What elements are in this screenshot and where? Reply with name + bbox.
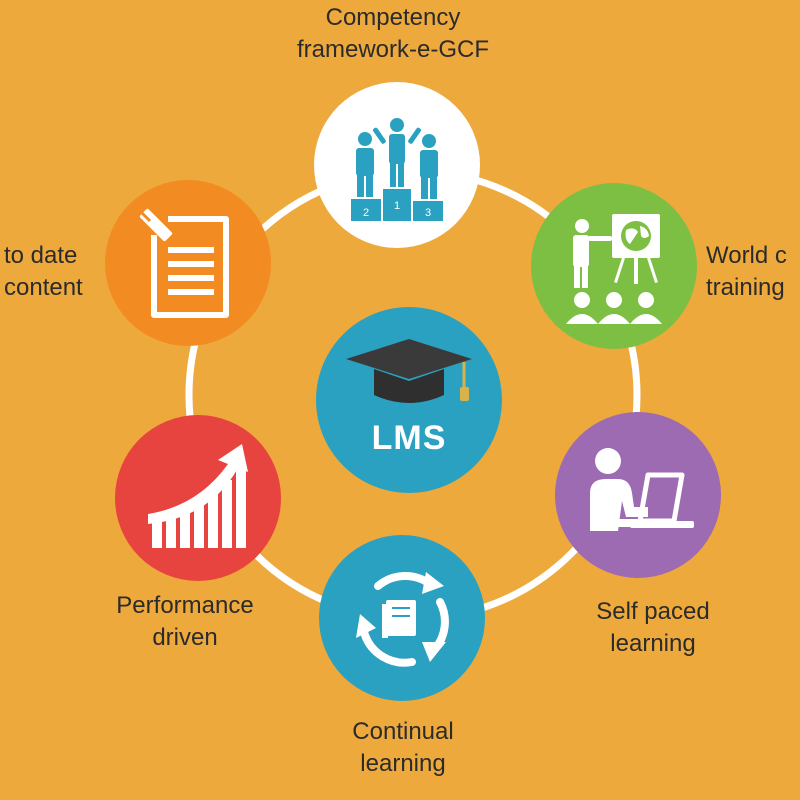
presentation-icon xyxy=(566,214,662,324)
label-line: Competency xyxy=(325,4,461,31)
node-self-paced xyxy=(555,412,721,578)
label-line: framework-e-GCF xyxy=(296,36,489,63)
label-line: content xyxy=(4,274,83,301)
label-self-paced: Self paced learning xyxy=(560,596,746,660)
label-line: Continual xyxy=(352,718,454,745)
svg-text:1: 1 xyxy=(394,200,400,212)
center-lms: LMS xyxy=(316,307,502,493)
label-line: learning xyxy=(360,750,446,777)
svg-text:2: 2 xyxy=(363,207,369,219)
label-up-to-date: to date content xyxy=(4,240,83,304)
node-world-class xyxy=(531,183,697,349)
node-competency: 2 1 3 xyxy=(314,82,480,248)
podium-icon: 2 1 3 xyxy=(351,118,443,221)
label-line: learning xyxy=(610,630,696,657)
label-line: driven xyxy=(152,624,218,651)
label-performance: Performance driven xyxy=(92,590,278,654)
graduation-cap-icon xyxy=(346,339,472,403)
node-up-to-date xyxy=(105,180,271,346)
document-pencil-icon xyxy=(139,208,229,318)
label-line: World c xyxy=(706,242,787,269)
laptop-user-icon xyxy=(590,448,694,531)
label-line: training xyxy=(706,274,785,301)
cycle-book-icon xyxy=(356,571,449,667)
label-line: Self paced xyxy=(596,598,710,625)
svg-text:3: 3 xyxy=(425,207,431,219)
node-performance xyxy=(115,415,281,581)
growth-chart-icon xyxy=(148,444,248,548)
label-line: Performance xyxy=(116,592,254,619)
label-competency: Competency framework-e-GCF xyxy=(270,2,516,66)
node-continual xyxy=(319,535,485,701)
label-line: to date xyxy=(4,242,78,269)
center-label: LMS xyxy=(371,419,447,457)
label-world-class: World c training xyxy=(706,240,787,304)
label-continual: Continual learning xyxy=(310,716,496,780)
